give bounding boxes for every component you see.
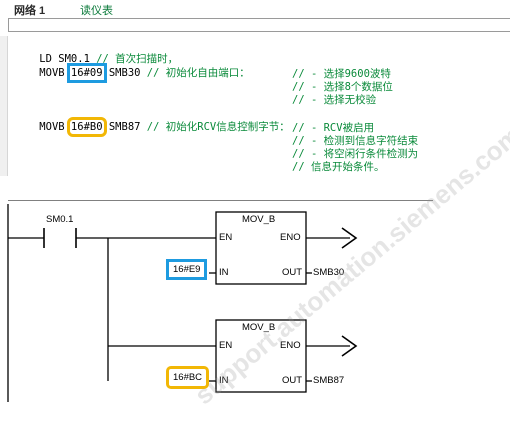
dst-smb87: SMB87: [108, 121, 141, 133]
src-value-1: 16#09: [66, 63, 107, 83]
network-header: 网络 1 读仪表: [0, 0, 510, 18]
stl-code-view[interactable]: LD SM0.1 // 首次扫描时， MOVB 16#09 SMB30 // 初…: [0, 36, 510, 176]
ladder-diagram[interactable]: SM0.1 MOV_B EN ENO IN OUT 16#E9 SMB30 MO…: [0, 120, 510, 448]
code-line-10: // 信息开始条件。: [292, 161, 385, 173]
box1-in-value[interactable]: 16#E9: [166, 259, 208, 280]
op-ld: LD: [39, 53, 52, 65]
code-gutter: [0, 36, 8, 176]
src-value-2: 16#B0: [66, 117, 107, 137]
box1-in: IN: [219, 267, 229, 278]
box2-eno: ENO: [280, 340, 301, 351]
code-line-3: // - 选择9600波特: [292, 68, 391, 80]
arg-sm01: SM0.1: [58, 53, 90, 65]
code-line-1: LD SM0.1 // 首次扫描时，: [14, 40, 178, 79]
box2-in: IN: [219, 375, 229, 386]
box2-title: MOV_B: [242, 322, 276, 333]
box1-out-value[interactable]: SMB30: [313, 267, 345, 278]
box2-en: EN: [219, 340, 233, 351]
code-line-5: // - 选择无校验: [292, 94, 377, 106]
comment-line-1: // 首次扫描时，: [96, 53, 179, 65]
box2-out-value[interactable]: SMB87: [313, 375, 345, 386]
box1-eno: ENO: [280, 232, 301, 243]
code-line-6: MOVB 16#B0 SMB87 // 初始化RCV信息控制字节：: [14, 108, 290, 147]
box1-en: EN: [219, 232, 233, 243]
code-line-9: // - 将空闲行条件检测为: [292, 148, 419, 160]
network-title: 网络 1: [14, 5, 46, 17]
code-line-7: // - RCV被启用: [292, 122, 375, 134]
box2-in-value[interactable]: 16#BC: [166, 366, 210, 389]
dst-smb30: SMB30: [108, 67, 141, 79]
code-line-8: // - 检测到信息字符结束: [292, 135, 419, 147]
op-movb-2: MOVB: [39, 121, 65, 133]
box1-out: OUT: [282, 267, 303, 278]
comment-line-2: // 初始化自由端口：: [146, 67, 250, 79]
code-line-2: MOVB 16#09 SMB30 // 初始化自由端口：: [14, 54, 250, 93]
code-line-4: // - 选择8个数据位: [292, 81, 393, 93]
network-comment-box[interactable]: [8, 18, 510, 32]
contact-label: SM0.1: [46, 214, 74, 225]
box2-out: OUT: [282, 375, 303, 386]
comment-line-6: // 初始化RCV信息控制字节：: [146, 121, 290, 133]
ladder-wiring: [7, 204, 358, 402]
network-comment[interactable]: 读仪表: [80, 5, 113, 17]
op-movb-1: MOVB: [39, 67, 65, 79]
box1-title: MOV_B: [242, 214, 276, 225]
section-divider: [8, 200, 433, 201]
